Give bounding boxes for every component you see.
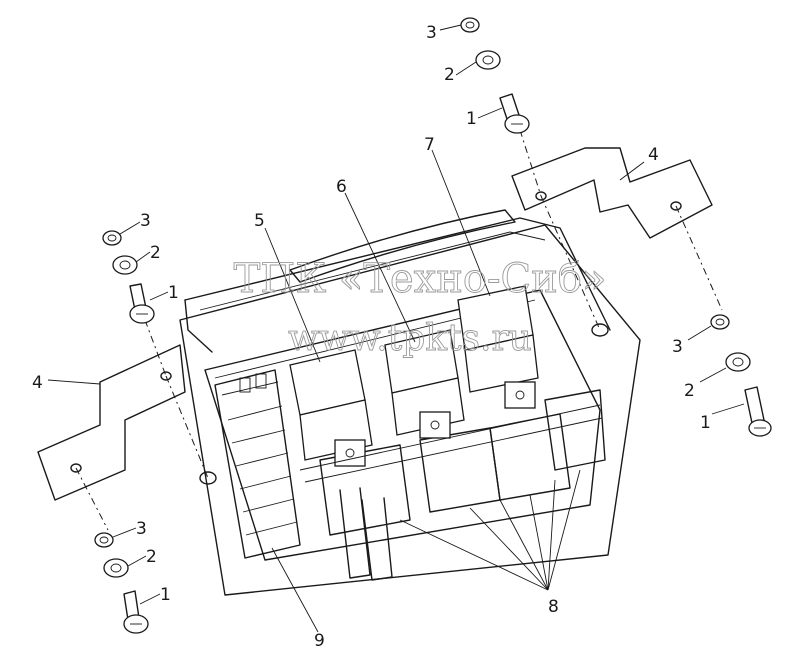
callout-1-bottom-left: 1 xyxy=(160,585,171,605)
callout-1-top-right: 1 xyxy=(466,109,477,129)
callout-1-left: 1 xyxy=(168,283,179,303)
leader-lines xyxy=(47,24,745,633)
fastener-set-right xyxy=(710,314,772,437)
callout-2-right: 2 xyxy=(684,381,695,401)
callout-6: 6 xyxy=(336,177,347,197)
callout-4-top-right: 4 xyxy=(648,145,659,165)
callout-2-top-right: 2 xyxy=(444,65,455,85)
callout-8: 8 xyxy=(548,597,559,617)
callout-2-bottom-left: 2 xyxy=(146,547,157,567)
callout-3-top-right: 3 xyxy=(426,23,437,43)
callout-labels: 3 2 1 3 2 1 3 2 1 3 2 1 4 4 5 6 7 8 9 xyxy=(32,23,711,651)
assembly-centerlines xyxy=(75,129,723,531)
relay-7 xyxy=(457,285,539,393)
callout-1-right: 1 xyxy=(700,413,711,433)
watermark-url: www.tpkts.ru xyxy=(288,318,532,359)
callout-3-right: 3 xyxy=(672,337,683,357)
callout-3-left: 3 xyxy=(140,211,151,231)
bracket-left xyxy=(37,344,186,501)
fastener-set-left xyxy=(102,230,155,324)
watermark-company: ТПК «Техно-Сиб» xyxy=(234,256,607,302)
connector-blocks xyxy=(299,381,606,581)
callout-3-bottom-left: 3 xyxy=(136,519,147,539)
callout-4-left: 4 xyxy=(32,373,43,393)
callout-9: 9 xyxy=(314,631,325,651)
callout-2-left: 2 xyxy=(150,243,161,263)
watermark: ТПК «Техно-Сиб» www.tpkts.ru xyxy=(233,256,607,360)
fastener-set-top-right xyxy=(460,17,530,134)
fuse-block xyxy=(214,369,301,559)
callout-5: 5 xyxy=(254,211,265,231)
callout-7: 7 xyxy=(424,135,435,155)
fastener-set-bottom-left xyxy=(94,532,149,634)
bracket-top-right xyxy=(511,147,713,239)
